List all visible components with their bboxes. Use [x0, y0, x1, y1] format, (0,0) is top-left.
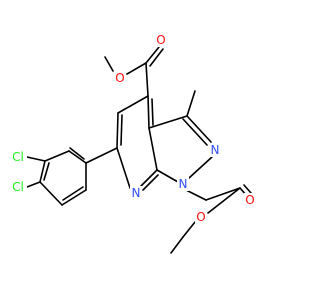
atom-carbonyl-oxygen-lower: O: [244, 193, 256, 207]
bond-line-28: [68, 150, 87, 164]
atom-pyrazole-n1: N: [177, 177, 189, 191]
bond-line-37: [26, 156, 46, 162]
bond-line-24: [207, 187, 241, 214]
bond-line-35: [62, 186, 84, 201]
bond-line-1: [126, 62, 147, 75]
bond-line-17: [188, 156, 213, 179]
bond-line-13: [151, 98, 154, 126]
atom-pyridine-n: N: [130, 186, 142, 200]
bond-line-29: [69, 147, 85, 160]
atom-chlorine-lower: Cl: [9, 180, 27, 194]
bond-line-4: [145, 62, 149, 97]
bond-line-2: [145, 46, 160, 64]
bond-line-0: [104, 56, 114, 72]
atom-label-n-pyridine: N: [132, 186, 141, 200]
bond-line-38: [26, 181, 41, 188]
bond-line-34: [61, 189, 87, 206]
atom-carbonyl-oxygen-upper: O: [155, 33, 167, 47]
bond-line-7: [120, 114, 123, 146]
bond-line-15: [186, 115, 212, 143]
bond-line-14: [148, 115, 188, 129]
atom-label-o-carbonyl-lower: O: [245, 193, 254, 207]
bond-line-25: [182, 221, 196, 238]
bond-line-11: [148, 127, 158, 171]
bond-line-18: [156, 169, 179, 183]
atom-methoxy-oxygen: O: [114, 71, 126, 85]
bond-line-31: [39, 160, 46, 183]
molecule-structure: O O N N N O O Cl: [9, 33, 256, 254]
atom-label-o-methoxy: O: [115, 71, 124, 85]
bond-line-10: [142, 174, 159, 191]
atom-label-n-pyrazole-1: N: [179, 177, 188, 191]
atom-label-o-carbonyl-upper: O: [156, 33, 165, 47]
bond-line-19: [186, 90, 196, 117]
bond-line-9: [140, 169, 158, 187]
bond-line-16: [182, 118, 208, 146]
bond-line-8: [116, 147, 131, 189]
bond-line-3: [149, 48, 164, 67]
bond-line-20: [185, 189, 207, 201]
bond-line-30: [44, 150, 70, 162]
atom-pyrazole-n2: N: [209, 143, 221, 157]
atom-ethoxy-oxygen: O: [195, 210, 207, 224]
bond-line-21: [205, 187, 241, 201]
bond-line-5: [117, 95, 149, 114]
bond-line-33: [39, 181, 63, 206]
bond-line-27: [85, 147, 118, 164]
bond-line-32: [43, 162, 50, 181]
atom-label-cl-upper: Cl: [12, 150, 24, 164]
bond-line-23: [243, 184, 252, 194]
bond-line-12: [147, 95, 150, 129]
atom-chlorine-upper: Cl: [9, 150, 27, 164]
atom-label-o-ethoxy: O: [196, 210, 205, 224]
atom-labels: O O N N N O O Cl: [9, 33, 256, 224]
atom-label-cl-lower: Cl: [12, 180, 24, 194]
atom-label-n-pyrazole-2: N: [211, 143, 220, 157]
bond-line-26: [170, 236, 184, 254]
bond-line-6: [116, 112, 119, 149]
